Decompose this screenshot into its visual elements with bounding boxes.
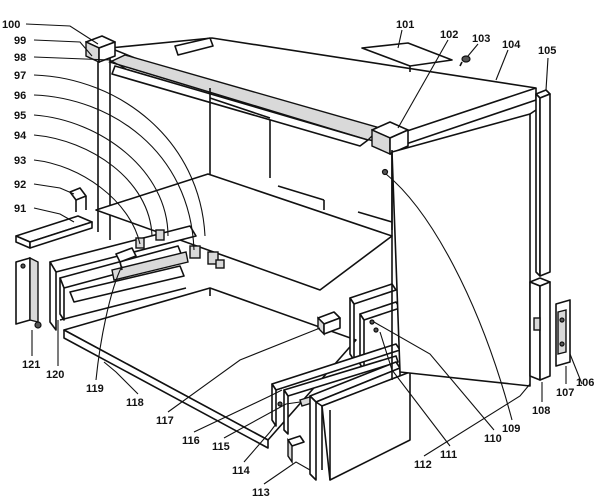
callout-111: 111 (440, 449, 457, 461)
callout-102: 102 (440, 29, 458, 41)
right-vertical-frame (529, 89, 551, 381)
callout-114: 114 (232, 465, 251, 477)
callout-104: 104 (502, 39, 521, 51)
callout-116: 116 (182, 435, 200, 447)
callout-95: 95 (14, 110, 26, 122)
callout-106: 106 (576, 377, 594, 389)
right-front-rail (309, 361, 411, 481)
callout-labels: 100 99 98 97 96 95 94 93 92 91 121 120 1… (2, 19, 594, 499)
callout-108: 108 (532, 405, 550, 417)
left-end-bracket (15, 256, 42, 329)
leader-lines (25, 23, 583, 485)
callout-110: 110 (484, 433, 502, 445)
callout-91: 91 (14, 203, 26, 215)
top-left-bracket (174, 37, 214, 56)
right-hinge-bracket (555, 299, 571, 367)
callout-93: 93 (14, 155, 26, 167)
callout-92: 92 (14, 179, 26, 191)
lower-front-block (287, 435, 305, 465)
callout-118: 118 (126, 397, 144, 409)
floor-block (317, 311, 341, 336)
rail-clip (115, 247, 137, 271)
callout-101: 101 (396, 19, 414, 31)
callout-109: 109 (502, 423, 520, 435)
callout-117: 117 (156, 415, 174, 427)
left-small-bracket (69, 187, 87, 212)
left-corner-block (85, 35, 116, 64)
callout-112: 112 (414, 459, 432, 471)
left-angle-bracket (15, 215, 93, 249)
callout-100: 100 (2, 19, 20, 31)
callout-94: 94 (14, 130, 27, 142)
side-panel-hole (381, 168, 389, 176)
callout-119: 119 (86, 383, 104, 395)
callout-105: 105 (538, 45, 556, 57)
callout-97: 97 (14, 70, 26, 82)
callout-98: 98 (14, 52, 26, 64)
callout-113: 113 (252, 487, 270, 499)
callout-121: 121 (22, 359, 40, 371)
callout-120: 120 (46, 369, 64, 381)
screw (459, 55, 471, 67)
callout-115: 115 (212, 441, 230, 453)
callout-107: 107 (556, 387, 574, 399)
top-rear-rail (361, 42, 453, 72)
callout-96: 96 (14, 90, 26, 102)
bottom-floor-panel (63, 287, 357, 449)
callout-99: 99 (14, 35, 26, 47)
right-side-panel (391, 109, 537, 387)
callout-103: 103 (472, 33, 490, 45)
